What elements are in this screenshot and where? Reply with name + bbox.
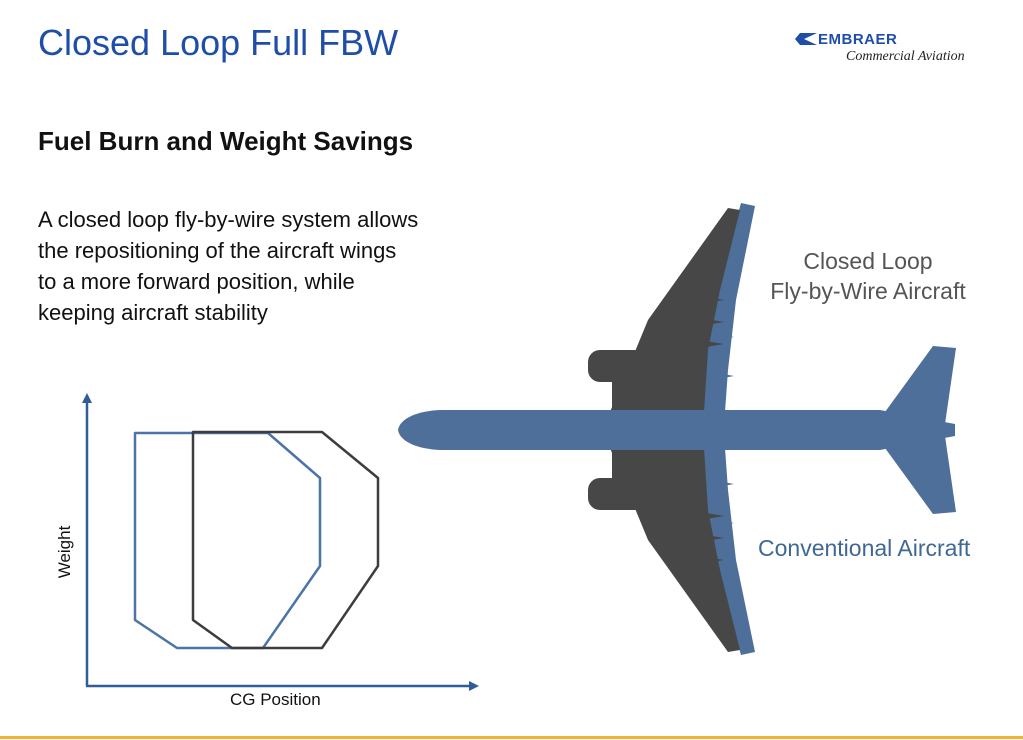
conventional-envelope bbox=[133, 431, 322, 650]
slide-title: Closed Loop Full FBW bbox=[38, 22, 399, 63]
footer-accent-line bbox=[0, 736, 1023, 739]
embraer-logo: EMBRAER Commercial Aviation bbox=[794, 30, 994, 70]
fbw-label-line1: Closed Loop bbox=[803, 248, 933, 274]
fbw-envelope bbox=[191, 430, 380, 650]
y-axis-label: Weight bbox=[55, 525, 74, 579]
slide-subtitle: Fuel Burn and Weight Savings bbox=[38, 126, 414, 156]
body-line: to a more forward position, while bbox=[38, 269, 355, 294]
aircraft-engines bbox=[588, 350, 646, 510]
logo-tagline: Commercial Aviation bbox=[846, 49, 965, 64]
body-paragraph: A closed loop fly-by-wire system allows … bbox=[38, 204, 508, 328]
embraer-arrow-icon bbox=[795, 33, 817, 45]
aircraft-fuselage bbox=[398, 346, 956, 514]
body-line: the repositioning of the aircraft wings bbox=[38, 238, 397, 263]
fbw-aircraft-label: Closed Loop Fly-by-Wire Aircraft bbox=[752, 246, 984, 306]
logo-brand: EMBRAER bbox=[818, 31, 898, 48]
body-line: keeping aircraft stability bbox=[38, 300, 268, 325]
x-axis-label: CG Position bbox=[230, 690, 321, 709]
fbw-label-line2: Fly-by-Wire Aircraft bbox=[770, 278, 966, 304]
body-line: A closed loop fly-by-wire system allows bbox=[38, 207, 419, 232]
conventional-aircraft-label: Conventional Aircraft bbox=[758, 535, 971, 561]
